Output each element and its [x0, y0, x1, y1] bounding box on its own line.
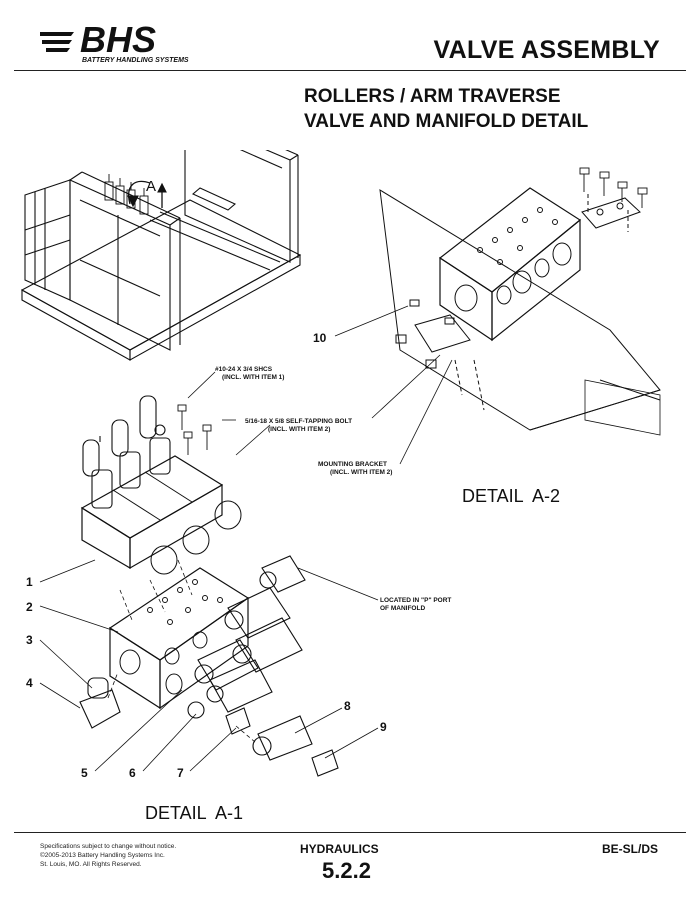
legal-line-2: ©2005-2013 Battery Handling Systems Inc. [40, 852, 165, 859]
detail-a1-label: DETAIL A-1 [145, 803, 243, 823]
callout-2: 2 [26, 600, 33, 614]
callout-1: 1 [26, 575, 33, 589]
callout-6: 6 [129, 766, 136, 780]
legal-line-3: St. Louis, MO. All Rights Reserved. [40, 861, 142, 868]
note-bolt-line2: (INCL. WITH ITEM 2) [268, 426, 330, 433]
document-id: BE-SL/DS [601, 842, 658, 856]
callout-10: 10 [313, 331, 327, 345]
page-number: 5.2.2 [322, 858, 371, 883]
note-port-line1: LOCATED IN "P" PORT [380, 597, 451, 604]
note-bracket-line2: (INCL. WITH ITEM 2) [330, 469, 392, 476]
callout-3: 3 [26, 633, 33, 647]
detail-a2-assembly [334, 167, 661, 465]
view-marker-a: A [146, 178, 156, 195]
technical-drawing: A [20, 150, 661, 823]
page-title: VALVE ASSEMBLY [433, 36, 660, 64]
footer-divider [14, 832, 686, 833]
subtitle-line-2: VALVE AND MANIFOLD DETAIL [304, 111, 589, 132]
station-frame-overview [20, 150, 302, 361]
detail-a1-assembly [39, 371, 379, 777]
logo-tagline: BATTERY HANDLING SYSTEMS [82, 57, 189, 64]
note-shcs-line1: #10-24 X 3/4 SHCS [215, 366, 273, 373]
footer-legal: Specifications subject to change without… [40, 842, 176, 869]
callout-8: 8 [344, 699, 351, 713]
detail-a2-label: DETAIL A-2 [462, 486, 560, 506]
note-shcs-line2: (INCL. WITH ITEM 1) [222, 374, 284, 381]
callout-5: 5 [81, 766, 88, 780]
callout-7: 7 [177, 766, 184, 780]
legal-line-1: Specifications subject to change without… [40, 843, 177, 850]
note-bolt-line1: 5/16-18 X 5/8 SELF-TAPPING BOLT [245, 418, 352, 425]
subtitle-line-1: ROLLERS / ARM TRAVERSE [304, 86, 561, 107]
callout-9: 9 [380, 720, 387, 734]
footer-section: HYDRAULICS [300, 842, 379, 856]
note-bracket-line1: MOUNTING BRACKET [318, 461, 387, 468]
bhs-logo: BHS BATTERY HANDLING SYSTEMS [40, 19, 189, 64]
header-divider [14, 70, 686, 71]
callout-4: 4 [26, 676, 33, 690]
logo-text: BHS [80, 19, 156, 60]
note-port-line2: OF MANIFOLD [380, 605, 425, 612]
